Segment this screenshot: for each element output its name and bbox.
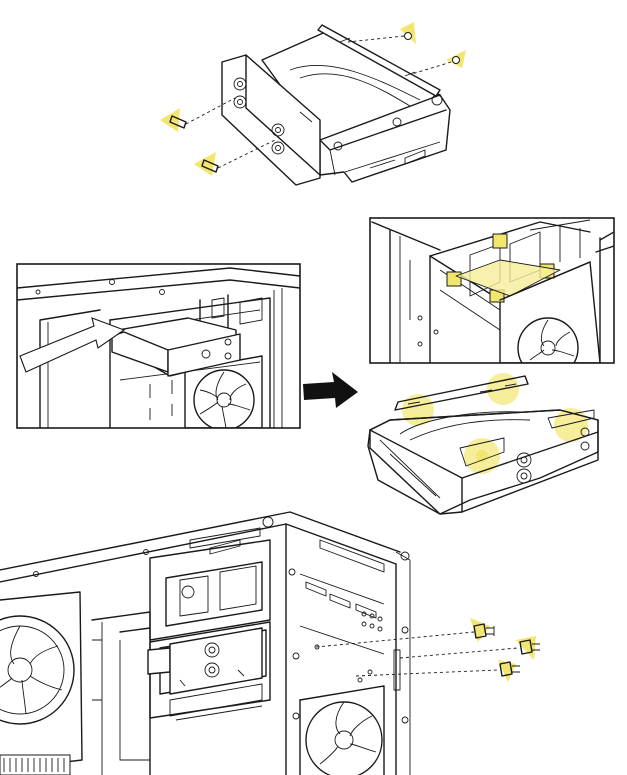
step-1-drive-with-brackets (160, 22, 466, 186)
screw-icon (516, 636, 540, 660)
screw-icon (160, 97, 236, 132)
rear-bracket (317, 24, 441, 97)
hard-drive-icon (367, 409, 599, 515)
case-fan-icon (499, 261, 601, 363)
step-2-insert-drive-panel (16, 263, 301, 429)
case-fan-icon (299, 685, 385, 775)
screw-icon (194, 139, 276, 176)
screw-icon (470, 618, 495, 642)
insert-direction-arrow (19, 317, 126, 373)
step-4-secure-with-screws (0, 511, 540, 775)
screw-icon (498, 660, 520, 682)
screw-icon (347, 22, 416, 44)
arrow-right-icon (303, 372, 358, 408)
front-bracket (221, 54, 321, 186)
step-3-cage-closeup (369, 217, 615, 364)
case-fan-icon (0, 591, 83, 775)
step-3-drive-tabs (367, 373, 599, 515)
screw-icon (411, 50, 466, 75)
